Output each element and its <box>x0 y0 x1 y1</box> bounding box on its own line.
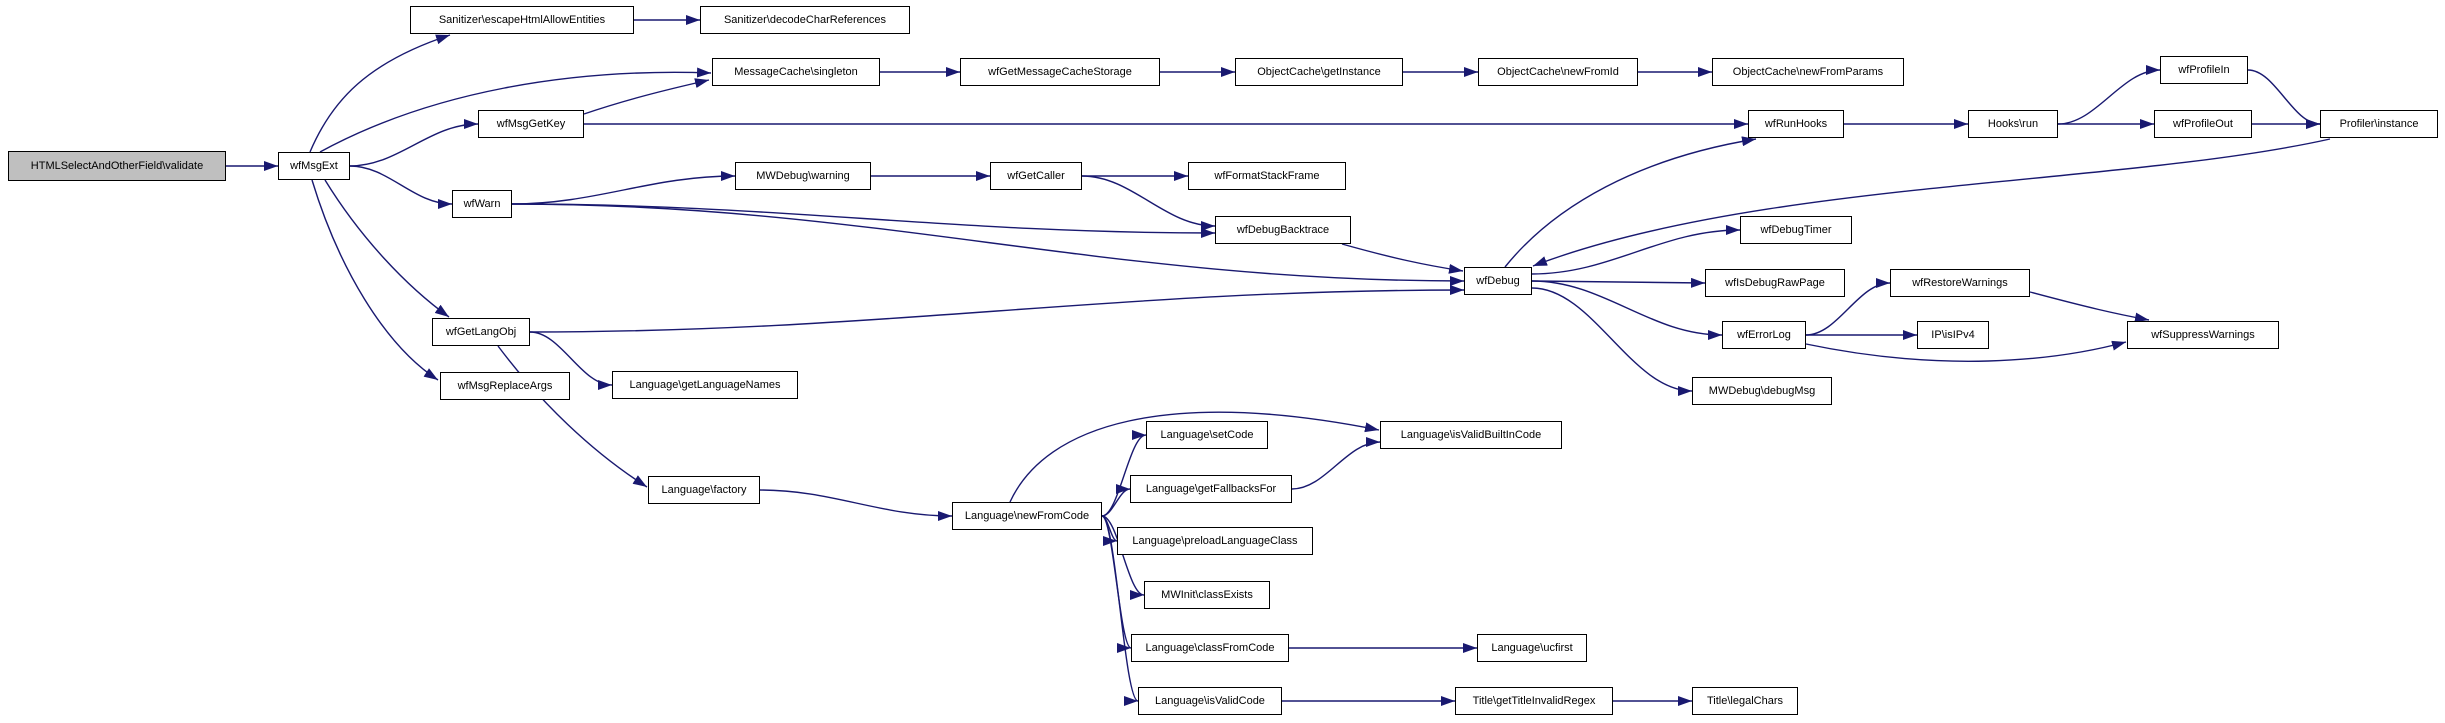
call-edge-wfRestoreWarnings--wfSuppressWarnings <box>2029 291 2150 323</box>
graph-node-wfDebugBacktrace[interactable]: wfDebugBacktrace <box>1215 216 1351 244</box>
graph-node-wfIsDebugRawPage[interactable]: wfIsDebugRawPage <box>1705 269 1845 297</box>
graph-node-language_setCode[interactable]: Language\setCode <box>1146 421 1268 449</box>
call-edge-wfDebug--wfDebugTimer <box>1531 225 1741 275</box>
graph-node-wfGetMessageCacheStorage[interactable]: wfGetMessageCacheStorage <box>960 58 1160 86</box>
call-edge-language_newFromCode--language_preloadLanguageClass <box>1101 515 1118 546</box>
call-edge-wfMsgExt--wfGetLangObj <box>324 179 450 318</box>
graph-node-wfDebug[interactable]: wfDebug <box>1464 267 1532 295</box>
graph-node-language_classFromCode[interactable]: Language\classFromCode <box>1131 634 1289 662</box>
graph-node-language_getLanguageNames[interactable]: Language\getLanguageNames <box>612 371 798 399</box>
call-edge-wfMsgExt--wfMsgReplaceArgs <box>311 179 439 381</box>
call-edge-wfMsgExt--sanitizer_escape <box>309 34 451 153</box>
graph-node-wfProfileIn[interactable]: wfProfileIn <box>2160 56 2248 84</box>
graph-node-profiler_instance[interactable]: Profiler\instance <box>2320 110 2438 138</box>
call-edge-language_getFallbacksFor--language_isValidBuiltInCode <box>1291 437 1381 490</box>
call-edge-wfGetLangObj--wfDebug <box>529 285 1465 333</box>
graph-node-mwdebug_debugMsg[interactable]: MWDebug\debugMsg <box>1692 377 1832 405</box>
graph-node-mwdebug_warning[interactable]: MWDebug\warning <box>735 162 871 190</box>
graph-node-language_newFromCode[interactable]: Language\newFromCode <box>952 502 1102 530</box>
graph-node-wfWarn[interactable]: wfWarn <box>452 190 512 218</box>
call-edge-wfDebug--wfIsDebugRawPage <box>1531 277 1706 288</box>
graph-node-objectcache_newFromId[interactable]: ObjectCache\newFromId <box>1478 58 1638 86</box>
call-edge-wfWarn--mwdebug_warning <box>511 171 736 205</box>
graph-node-wfMsgGetKey[interactable]: wfMsgGetKey <box>478 110 584 138</box>
graph-node-language_getFallbacksFor[interactable]: Language\getFallbacksFor <box>1130 475 1292 503</box>
call-edge-wfWarn--wfDebugBacktrace <box>511 203 1216 238</box>
call-edge-language_newFromCode--language_getFallbacksFor <box>1101 484 1131 517</box>
graph-node-language_isValidBuiltInCode[interactable]: Language\isValidBuiltInCode <box>1380 421 1562 449</box>
graph-node-sanitizer_decode[interactable]: Sanitizer\decodeCharReferences <box>700 6 910 34</box>
graph-node-objectcache_getInstance[interactable]: ObjectCache\getInstance <box>1235 58 1403 86</box>
call-edge-wfMsgGetKey--messagecache_singleton <box>583 78 710 115</box>
graph-node-wfSuppressWarnings[interactable]: wfSuppressWarnings <box>2127 321 2279 349</box>
graph-node-language_preloadLanguageClass[interactable]: Language\preloadLanguageClass <box>1117 527 1313 555</box>
graph-node-objectcache_newFromParams[interactable]: ObjectCache\newFromParams <box>1712 58 1904 86</box>
graph-node-messagecache_singleton[interactable]: MessageCache\singleton <box>712 58 880 86</box>
graph-node-validate: HTMLSelectAndOtherField\validate <box>8 151 226 181</box>
call-edge-wfProfileIn--profiler_instance <box>2247 69 2321 129</box>
graph-node-language_isValidCode[interactable]: Language\isValidCode <box>1138 687 1282 715</box>
call-edge-wfDebug--wfErrorLog <box>1531 280 1723 340</box>
graph-node-wfFormatStackFrame[interactable]: wfFormatStackFrame <box>1188 162 1346 190</box>
call-edge-wfDebug--wfRunHooks <box>1504 136 1757 268</box>
graph-node-wfRestoreWarnings[interactable]: wfRestoreWarnings <box>1890 269 2030 297</box>
graph-node-wfMsgExt[interactable]: wfMsgExt <box>278 152 350 180</box>
call-edge-wfDebugBacktrace--wfDebug <box>1341 243 1464 274</box>
call-edge-wfGetLangObj--language_factory <box>497 345 648 488</box>
graph-node-title_legalChars[interactable]: Title\legalChars <box>1692 687 1798 715</box>
graph-node-sanitizer_escape[interactable]: Sanitizer\escapeHtmlAllowEntities <box>410 6 634 34</box>
call-edge-hooks_run--wfProfileIn <box>2057 65 2161 125</box>
graph-node-ip_isIPv4[interactable]: IP\isIPv4 <box>1917 321 1989 349</box>
graph-node-wfRunHooks[interactable]: wfRunHooks <box>1748 110 1844 138</box>
graph-node-wfGetLangObj[interactable]: wfGetLangObj <box>432 318 530 346</box>
call-edge-wfMsgExt--wfMsgGetKey <box>349 119 479 167</box>
graph-node-wfGetCaller[interactable]: wfGetCaller <box>990 162 1082 190</box>
graph-node-wfErrorLog[interactable]: wfErrorLog <box>1722 321 1806 349</box>
graph-node-wfProfileOut[interactable]: wfProfileOut <box>2154 110 2252 138</box>
graph-node-language_ucfirst[interactable]: Language\ucfirst <box>1477 634 1587 662</box>
graph-node-wfDebugTimer[interactable]: wfDebugTimer <box>1740 216 1852 244</box>
call-edge-wfMsgExt--wfWarn <box>349 165 453 209</box>
graph-node-hooks_run[interactable]: Hooks\run <box>1968 110 2058 138</box>
call-edge-language_factory--language_newFromCode <box>759 489 953 521</box>
call-edge-wfDebug--mwdebug_debugMsg <box>1531 287 1693 396</box>
graph-node-title_getTitleInvalidRegex[interactable]: Title\getTitleInvalidRegex <box>1455 687 1613 715</box>
graph-node-wfMsgReplaceArgs[interactable]: wfMsgReplaceArgs <box>440 372 570 400</box>
graph-node-language_factory[interactable]: Language\factory <box>648 476 760 504</box>
graph-node-mwinit_classExists[interactable]: MWInit\classExists <box>1144 581 1270 609</box>
call-edge-profiler_instance--wfDebug <box>1532 138 2331 267</box>
